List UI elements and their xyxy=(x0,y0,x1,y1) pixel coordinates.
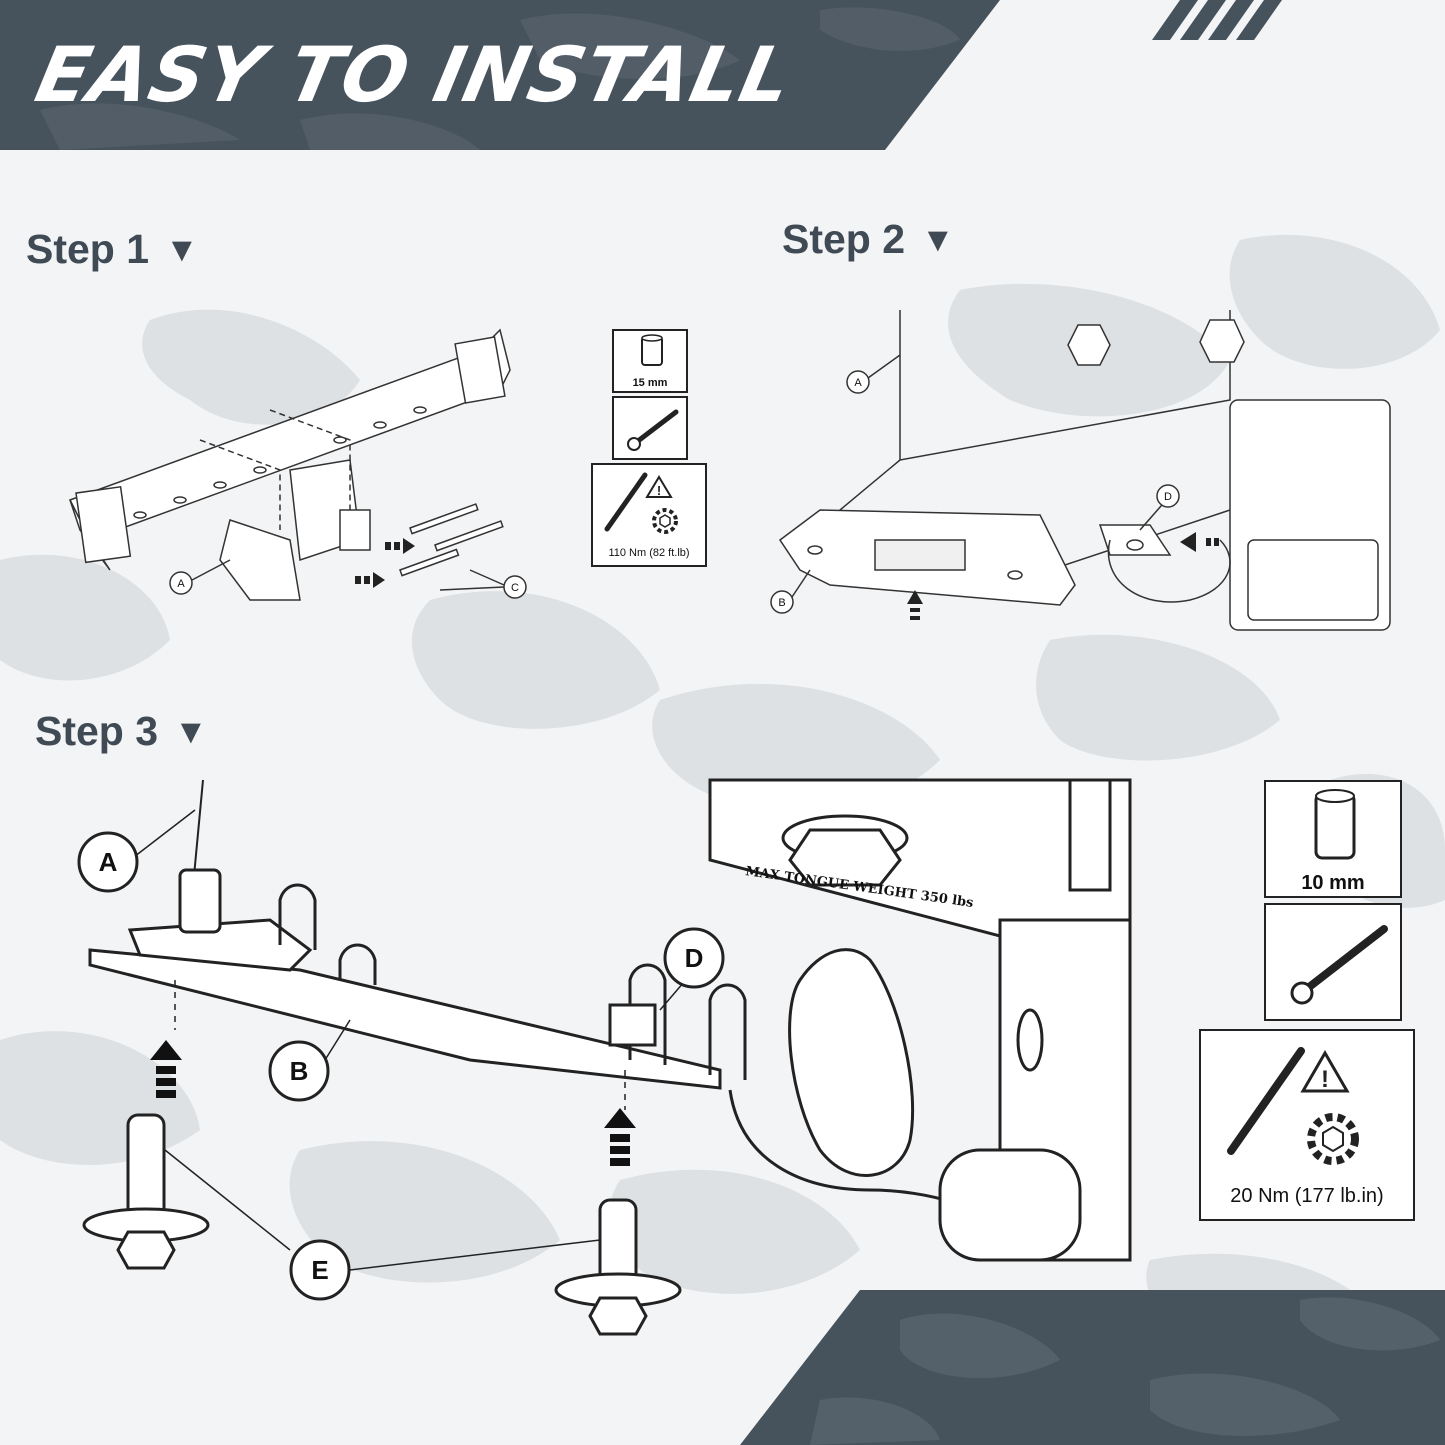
callout-d: D xyxy=(685,943,704,973)
step-3-diagram-left: A B D E xyxy=(77,779,747,1336)
torque-value-label: 110 Nm (82 ft.lb) xyxy=(608,547,690,559)
step-2-heading: Step 2 ▼ xyxy=(782,216,955,263)
callout-a: A xyxy=(99,847,118,877)
triangle-down-icon: ▼ xyxy=(174,713,208,751)
torque-wrench-box: ! 20 Nm (177 lb.in) xyxy=(1199,1029,1415,1221)
callout-b: B xyxy=(778,597,785,609)
callout-a: A xyxy=(854,377,862,389)
step-3-label: Step 3 xyxy=(35,708,159,754)
ratchet-box xyxy=(1264,903,1402,1021)
step-2-label: Step 2 xyxy=(782,216,906,262)
triangle-down-icon: ▼ xyxy=(165,231,199,269)
torque-value-label: 20 Nm (177 lb.in) xyxy=(1230,1185,1384,1207)
callout-b: B xyxy=(290,1056,309,1086)
callout-d: D xyxy=(1164,491,1172,503)
socket-icon xyxy=(1314,789,1356,860)
socket-size-label: 15 mm xyxy=(632,377,668,389)
step-1-heading: Step 1 ▼ xyxy=(26,226,199,273)
svg-text:!: ! xyxy=(657,483,661,498)
header-band xyxy=(0,0,1282,150)
ratchet-icon xyxy=(627,409,679,451)
ratchet-icon xyxy=(1290,925,1388,1005)
socket-10mm-box: 10 mm xyxy=(1264,780,1402,898)
svg-text:!: ! xyxy=(1321,1066,1329,1093)
torque-wrench-icon: ! xyxy=(1227,1047,1359,1165)
socket-size-label: 10 mm xyxy=(1301,872,1365,894)
socket-15mm-box: 15 mm xyxy=(612,329,688,393)
step-3-heading: Step 3 ▼ xyxy=(35,708,208,755)
torque-wrench-box: ! 110 Nm (82 ft.lb) xyxy=(591,463,707,567)
callout-e: E xyxy=(311,1255,328,1285)
page-title: EASY TO INSTALL xyxy=(28,30,801,119)
step-1-diagram: A C xyxy=(68,328,527,601)
triangle-down-icon: ▼ xyxy=(921,221,955,259)
callout-a: A xyxy=(177,578,185,590)
torque-wrench-icon: ! xyxy=(604,472,678,534)
socket-icon xyxy=(641,334,663,366)
step-1-label: Step 1 xyxy=(26,226,150,272)
step-2-diagram: A B D xyxy=(770,310,1391,631)
step-3-diagram-right: MAX TONGUE WEIGHT 350 lbs xyxy=(708,778,1132,1262)
callout-c: C xyxy=(511,582,519,594)
ratchet-box xyxy=(612,396,688,460)
